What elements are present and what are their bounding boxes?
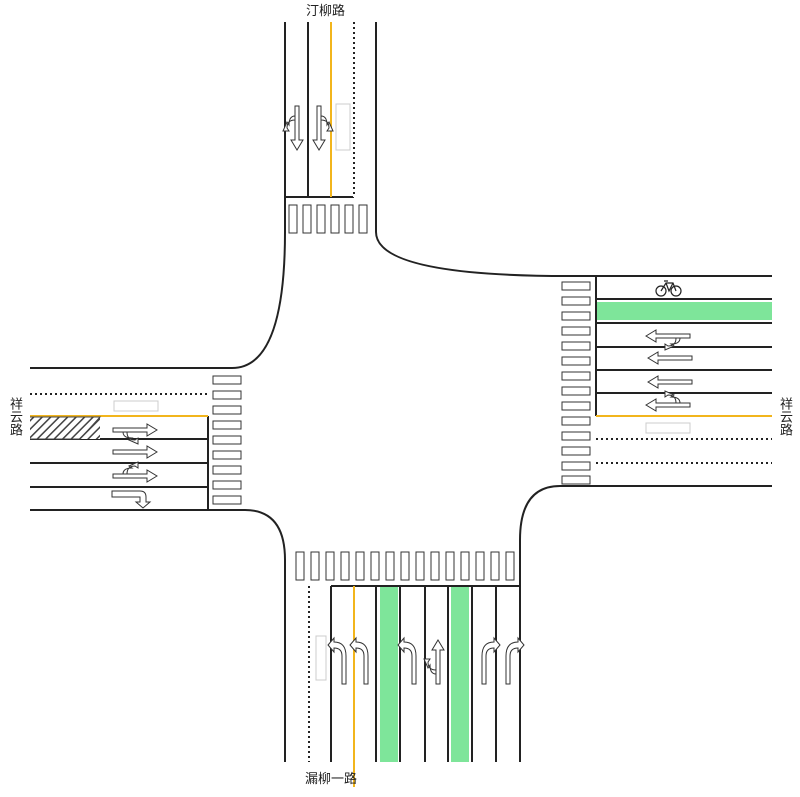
south-bus-lane-2 <box>451 587 469 762</box>
east-lane-arrows <box>645 329 693 412</box>
south-island-marker <box>315 635 327 681</box>
west-island-marker <box>113 400 159 412</box>
west-hatch-area <box>30 417 100 439</box>
east-approach <box>595 276 772 464</box>
road-label-west: 祥云路 <box>7 397 22 436</box>
south-crosswalk <box>295 551 515 581</box>
east-island-marker <box>645 422 691 434</box>
north-island-marker <box>335 103 351 151</box>
road-label-east: 祥云路 <box>777 397 792 436</box>
west-hatch-edge <box>30 416 102 440</box>
east-bus-lane <box>597 302 772 320</box>
north-crosswalk <box>288 204 368 234</box>
corner-curves <box>30 231 772 762</box>
bicycle-icon <box>655 280 682 297</box>
west-lane-arrows <box>111 423 158 509</box>
south-approach <box>308 585 520 762</box>
south-lane-arrows <box>327 636 525 685</box>
west-crosswalk <box>212 375 242 505</box>
road-label-north: 汀柳路 <box>306 4 346 19</box>
road-label-south: 漏柳一路 <box>305 772 358 787</box>
north-lane-arrows <box>282 105 334 151</box>
south-bus-lane-1 <box>380 587 398 762</box>
north-approach <box>284 22 377 232</box>
east-crosswalk <box>561 281 591 485</box>
